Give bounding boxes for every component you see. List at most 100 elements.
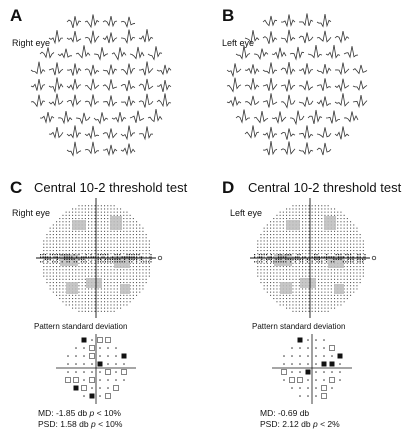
field-dot [132, 272, 134, 274]
field-dot [311, 275, 313, 277]
field-dense-dot [136, 258, 138, 260]
field-dot [81, 304, 83, 306]
field-dot [72, 211, 74, 213]
field-dot [311, 218, 313, 220]
field-dot [126, 298, 128, 300]
field-dot [59, 240, 61, 242]
field-dot [337, 275, 339, 277]
field-dot [305, 221, 307, 223]
field-dot [327, 275, 329, 277]
field-dot [298, 307, 300, 309]
field-dot [324, 278, 326, 280]
field-dense-dot [285, 256, 287, 258]
field-dot [126, 211, 128, 213]
field-dot [68, 227, 70, 229]
field-dot [295, 246, 297, 248]
field-dot [129, 224, 131, 226]
psd-dot [307, 339, 309, 341]
field-dot [88, 240, 90, 242]
field-dot [330, 253, 332, 255]
field-dot [257, 259, 259, 261]
field-dense-dot [88, 256, 90, 258]
field-dot [49, 269, 51, 271]
field-dot [292, 237, 294, 239]
field-dense-dot [136, 256, 138, 258]
field-dot [104, 301, 106, 303]
field-dot [318, 253, 320, 255]
field-dot [110, 304, 112, 306]
field-dot [346, 246, 348, 248]
field-dot [110, 291, 112, 293]
field-dot [292, 310, 294, 312]
field-dot [289, 208, 291, 210]
field-patch [86, 278, 102, 288]
mferg-trace [102, 32, 118, 44]
field-dot [148, 250, 150, 252]
field-dot [260, 272, 262, 274]
field-dot [279, 301, 281, 303]
field-dot [302, 240, 304, 242]
field-dot [136, 269, 138, 271]
field-dot [136, 230, 138, 232]
field-dot [84, 269, 86, 271]
field-dense-dot [306, 258, 308, 260]
field-dot [113, 272, 115, 274]
field-dot [340, 240, 342, 242]
field-dot [337, 240, 339, 242]
field-dot [91, 266, 93, 268]
field-dot [136, 278, 138, 280]
field-dot [116, 208, 118, 210]
field-dot [56, 291, 58, 293]
field-dot [104, 250, 106, 252]
field-dot [129, 278, 131, 280]
field-dot [298, 291, 300, 293]
field-dot [132, 285, 134, 287]
field-dot [91, 250, 93, 252]
field-dot [270, 272, 272, 274]
field-dot [263, 285, 265, 287]
field-dot [311, 250, 313, 252]
field-dot [132, 246, 134, 248]
field-dot [145, 259, 147, 261]
field-dot [305, 224, 307, 226]
field-dot [52, 250, 54, 252]
field-dot [113, 282, 115, 284]
field-dot [142, 234, 144, 236]
field-dot [65, 237, 67, 239]
field-dot [330, 294, 332, 296]
field-dot [276, 275, 278, 277]
psd-dot [291, 347, 293, 349]
field-dot [126, 282, 128, 284]
field-dot [298, 269, 300, 271]
field-dot [132, 266, 134, 268]
field-dot [88, 246, 90, 248]
field-dot [104, 269, 106, 271]
field-dot [353, 237, 355, 239]
field-dense-dot [314, 254, 316, 256]
field-dot [346, 256, 348, 258]
field-dot [65, 294, 67, 296]
field-dot [65, 211, 67, 213]
field-dot [97, 294, 99, 296]
field-dot [113, 253, 115, 255]
field-dot [129, 298, 131, 300]
field-dot [318, 282, 320, 284]
field-dot [104, 243, 106, 245]
field-dot [311, 304, 313, 306]
field-dot [311, 246, 313, 248]
field-dot [308, 253, 310, 255]
field-dot [126, 269, 128, 271]
field-dot [84, 230, 86, 232]
field-dot [282, 211, 284, 213]
field-dot [68, 269, 70, 271]
field-dot [318, 294, 320, 296]
field-dot [282, 218, 284, 220]
psd-dot [315, 395, 317, 397]
field-dot [279, 237, 281, 239]
field-dense-dot [340, 254, 342, 256]
field-dot [359, 243, 361, 245]
field-dot [279, 243, 281, 245]
field-dot [91, 262, 93, 264]
field-dot [97, 250, 99, 252]
field-dot [337, 224, 339, 226]
